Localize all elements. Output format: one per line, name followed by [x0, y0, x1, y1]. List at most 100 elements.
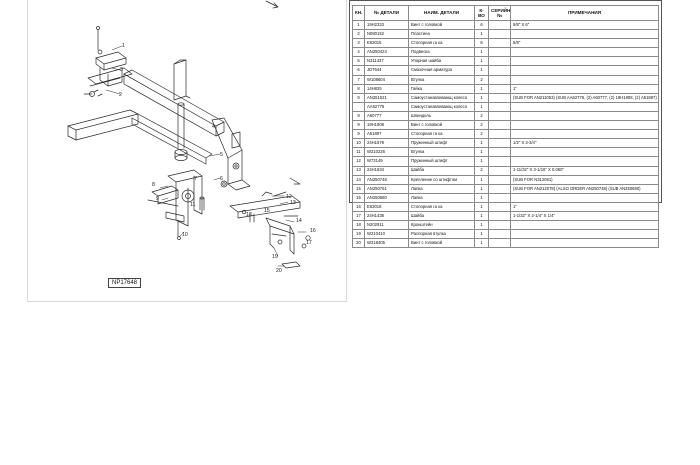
cell-name: Стопорная га ка [408, 201, 475, 212]
cell-name: Распорная втулка [408, 229, 475, 240]
cell-name: Винт с головкой [408, 238, 475, 249]
exploded-diagram: 1 2 3 4 5 6 7 8 9 10 11 12 13 14 15 16 1… [67, 0, 316, 274]
cell-no: 16 [352, 201, 365, 212]
cell-no: 19 [352, 229, 365, 240]
cell-qty: 1 [474, 92, 489, 103]
cell-no: 10 [352, 138, 365, 149]
cell-no: 15 [352, 192, 365, 203]
cell-part-number: 14H825 [364, 83, 409, 94]
cell-name: Втулка [408, 74, 475, 85]
cell-name: Смазочная арматура [408, 65, 475, 76]
cell-serial [488, 92, 511, 103]
cell-name: Стопорная га ка [408, 38, 475, 49]
cell-serial [488, 174, 511, 185]
cell-name: Втулка [408, 147, 475, 158]
header-notes: ПРИМЕЧАНИЯ [510, 5, 659, 21]
callout-6: 6 [220, 176, 223, 182]
cell-note [510, 56, 659, 67]
cell-qty: 1 [474, 56, 489, 67]
cell-qty: 2 [474, 165, 489, 176]
cell-part-number: E63015 [364, 38, 409, 49]
cell-qty: 1 [474, 29, 489, 40]
cell-no: 5 [352, 56, 365, 67]
cell-serial [488, 29, 511, 40]
cell-qty: 1 [474, 47, 489, 58]
cell-note [510, 74, 659, 85]
cell-note: 1-1/32" X 2-1/4" X 1/4" [510, 210, 659, 222]
cell-qty: 2 [474, 110, 489, 122]
cell-serial [488, 220, 511, 231]
cell-serial [488, 201, 511, 212]
cell-qty: 1 [474, 101, 489, 112]
cell-part-number: N202911 [364, 220, 409, 231]
callout-11: 11 [190, 202, 195, 208]
callout-13: 13 [290, 200, 296, 206]
callout-16: 16 [310, 228, 316, 234]
cell-serial [488, 229, 511, 240]
cell-serial [488, 120, 511, 131]
cell-part-number: 24H1678 [364, 138, 409, 149]
cell-serial [488, 147, 511, 158]
cell-serial [488, 192, 511, 203]
cell-qty: 1 [474, 192, 489, 203]
cell-note: 5/8" X 6" [510, 19, 659, 31]
cell-name: Пластина [408, 29, 475, 40]
callout-18: 18 [246, 212, 252, 218]
cell-serial [488, 110, 511, 122]
cell-no: 8 [352, 83, 365, 94]
cell-name: Крепление со штифтом [408, 174, 475, 185]
cell-name: Шайба [408, 210, 475, 222]
cell-part-number: W210410 [364, 229, 409, 240]
cell-serial [488, 129, 511, 140]
cell-no: 9 [352, 120, 365, 131]
cell-part-number: AN250748 [364, 174, 409, 185]
cell-part-number: W73149 [364, 156, 409, 167]
cell-part-number: E63018 [364, 201, 409, 212]
cell-note: 1" [510, 83, 659, 94]
cell-note: 1/2" X 3-3/4" [510, 138, 659, 149]
cell-name: Упорная шайба [408, 56, 475, 67]
cell-qty: 2 [474, 129, 489, 140]
callout-17: 17 [306, 240, 312, 246]
callout-15: 15 [264, 208, 270, 214]
cell-serial [488, 38, 511, 49]
cell-part-number: AN251521 [364, 92, 409, 103]
cell-no: 15 [352, 183, 365, 194]
cell-serial [488, 56, 511, 67]
cell-note [510, 238, 659, 249]
cell-part-number: JD7644 [364, 65, 409, 76]
header-no: КН. [352, 5, 365, 21]
cell-part-number: W108604 [364, 74, 409, 85]
cell-serial [488, 19, 511, 31]
cell-no [352, 101, 365, 112]
cell-name: Винт с головкой [408, 19, 475, 31]
parts-list-panel: КН. № ДЕТАЛИ НАИМ. ДЕТАЛИ К-ВО СЕРИЙНЫЙ … [349, 0, 662, 249]
cell-note: (SUB FOR AN211053) (SUB AA62776, (2) A60… [510, 92, 659, 103]
cell-part-number: 24H1438 [364, 210, 409, 222]
header-name: НАИМ. ДЕТАЛИ [408, 5, 475, 21]
cell-no: 3 [352, 38, 365, 49]
cell-part-number: AA62776 [364, 101, 409, 112]
cell-name: Подвеска [408, 47, 475, 58]
cell-part-number: 19H2323 [364, 19, 409, 31]
callout-8: 8 [152, 182, 155, 188]
cell-no: 12 [352, 156, 365, 167]
cell-part-number: 19H1908 [364, 120, 409, 131]
cell-part-number: AN250680 [364, 192, 409, 203]
cell-qty: 1 [474, 229, 489, 240]
cell-note [510, 156, 659, 167]
header-serial: СЕРИЙНЫЙ № [488, 5, 511, 21]
cell-serial [488, 210, 511, 222]
cell-note [510, 101, 659, 112]
cell-part-number: W218405 [364, 238, 409, 249]
